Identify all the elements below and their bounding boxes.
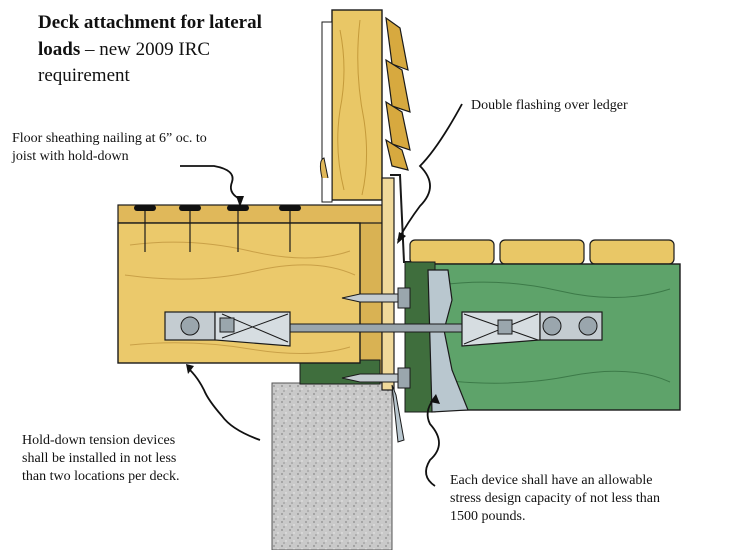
label-holddown-line1: Hold-down tension devices xyxy=(22,433,176,448)
sheathing-nails xyxy=(144,210,291,252)
label-capacity: Each device shall have an allowable stre… xyxy=(450,472,660,527)
label-holddown-line3: than two locations per deck. xyxy=(22,469,180,485)
wall-stud xyxy=(331,9,383,201)
label-hold-down: Hold-down tension devices shall be insta… xyxy=(22,432,179,487)
title-dash: – xyxy=(80,38,100,60)
label-holddown-line2: shall be installed in not less xyxy=(22,451,177,467)
ledger-board xyxy=(381,177,395,391)
wall-sheathing xyxy=(321,21,333,203)
label-sheathing-line2: joist with hold-down xyxy=(12,149,129,165)
left-hold-down-device xyxy=(164,311,291,347)
lag-screws xyxy=(341,287,411,389)
joist-hanger xyxy=(427,269,469,413)
label-flashing: Double flashing over ledger xyxy=(471,98,628,113)
label-capacity-line1: Each device shall have an allowable xyxy=(450,473,653,488)
label-sheathing-line1: Floor sheathing nailing at 6” oc. to xyxy=(12,131,207,146)
siding xyxy=(385,16,411,171)
diagram-title: Deck attachment for lateral loads – new … xyxy=(38,10,278,90)
label-sheathing-nailing: Floor sheathing nailing at 6” oc. to joi… xyxy=(12,130,207,166)
right-hold-down-device xyxy=(461,311,603,347)
deck-boards xyxy=(409,239,675,265)
title-bold: Deck attachment for lateral loads xyxy=(38,12,262,60)
label-capacity-line2: stress design capacity of not less than xyxy=(450,491,660,507)
concrete-foundation xyxy=(271,382,393,550)
title-rest: new 2009 IRC requirement xyxy=(38,38,211,87)
floor-sheathing xyxy=(117,204,383,224)
leader-lines xyxy=(180,103,463,487)
label-capacity-line3: 1500 pounds. xyxy=(450,509,526,525)
